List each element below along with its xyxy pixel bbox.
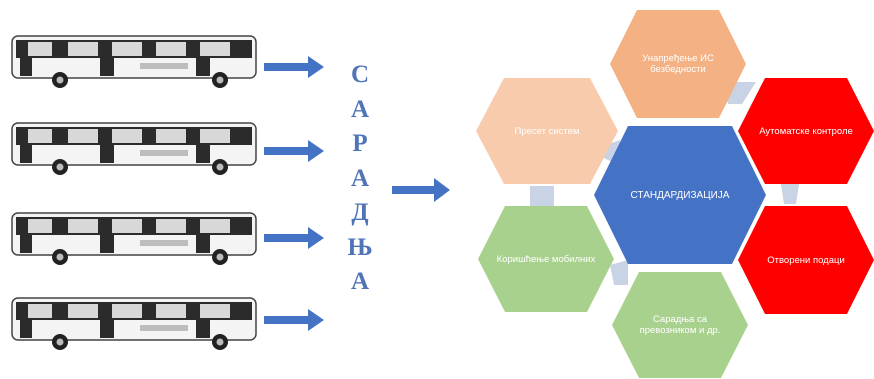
bus-icon — [11, 122, 257, 175]
arrow-right-icon — [264, 56, 324, 78]
bus-image-1 — [10, 30, 260, 93]
hexagon-bottom: Сарадња са превозником и др. — [612, 272, 748, 378]
hexagon-bottom-left: Коришћење мобилних — [478, 206, 614, 312]
hexagon-label: Унапређење ИС безбедности — [642, 53, 714, 75]
vertical-letter: А — [350, 268, 370, 295]
bus-icon — [11, 35, 257, 88]
vertical-letter: С — [350, 61, 370, 88]
hexagon-center: СТАНДАРДИЗАЦИЈА — [594, 126, 766, 264]
hexagon-label: Сарадња са превозником и др. — [639, 314, 721, 336]
bus-icon — [11, 297, 257, 350]
arrow-right-icon — [264, 140, 324, 162]
vertical-letter: Њ — [347, 233, 373, 261]
arrow-right-icon — [392, 178, 450, 202]
hexagon-shape — [594, 126, 766, 264]
vertical-letter: А — [350, 95, 370, 123]
hexagon-top-left: Пресет систем — [476, 78, 618, 184]
hexagon-shape — [612, 272, 748, 378]
hexagon-label: Аутоматске контроле — [759, 125, 853, 137]
vertical-letter: Д — [351, 199, 369, 226]
hexagon-shape — [738, 78, 874, 184]
bus-image-3 — [10, 207, 260, 270]
bus-image-2 — [10, 117, 260, 180]
hexagon-label: Пресет систем — [514, 125, 580, 137]
vertical-letter: А — [350, 164, 370, 192]
hexagon-label: СТАНДАРДИЗАЦИЈА — [630, 189, 730, 201]
hexagon-top-right: Аутоматске контроле — [738, 78, 874, 184]
hexagon-shape — [476, 78, 618, 184]
arrow-right-icon — [264, 309, 324, 331]
hexagon-label: Отворени подаци — [767, 254, 845, 266]
hexagon-label: Коришћење мобилних — [496, 253, 596, 265]
hexagon-bottom-right: Отворени подаци — [738, 206, 874, 314]
bus-image-4 — [10, 292, 260, 355]
vertical-letter: Р — [352, 130, 368, 157]
bus-icon — [11, 212, 257, 265]
hexagon-shape — [478, 206, 614, 312]
arrow-right-icon — [264, 227, 324, 249]
hexagon-top: Унапређење ИС безбедности — [610, 10, 746, 118]
hexagon-shape — [610, 10, 746, 118]
hexagon-shape — [738, 206, 874, 314]
vertical-word: С А Р А Д Њ А — [340, 58, 380, 300]
